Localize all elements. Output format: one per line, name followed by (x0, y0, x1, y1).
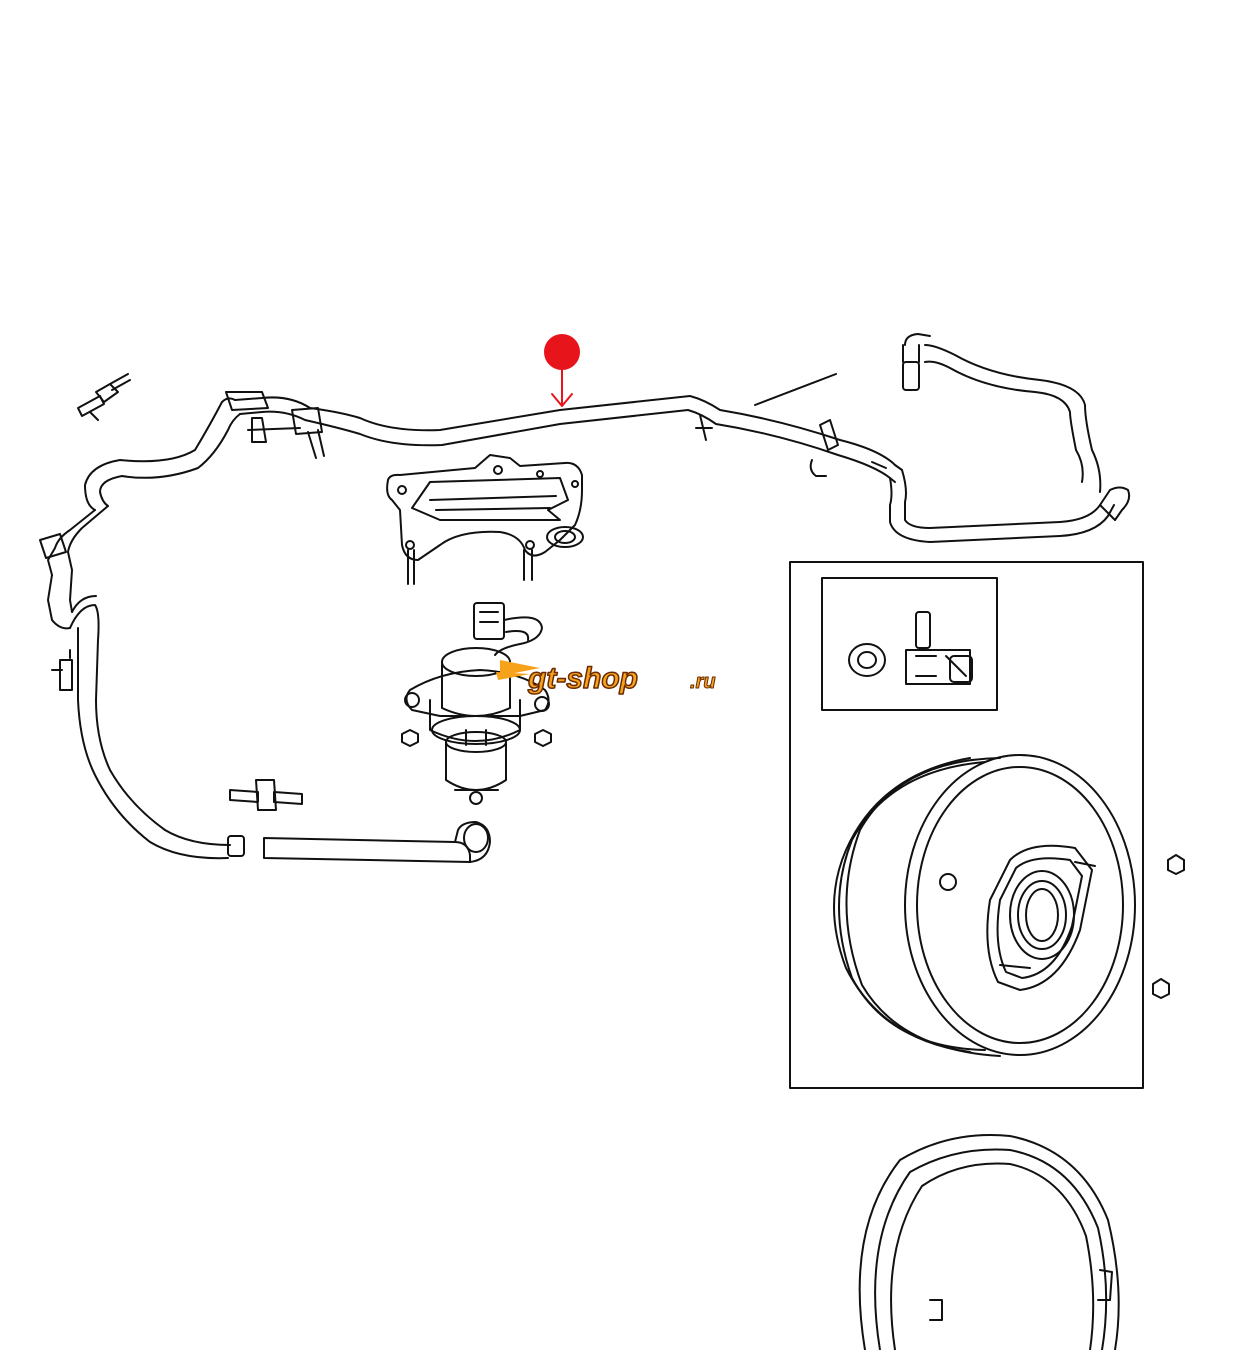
vacuum-hose-assembly[interactable] (39, 333, 1131, 860)
booster-seal-ring[interactable] (858, 1134, 1120, 1350)
watermark-text: gt-shop (527, 662, 638, 695)
brake-booster[interactable] (789, 561, 1185, 1089)
pump-mounting-bracket[interactable] (386, 454, 584, 585)
double-end-stud[interactable] (77, 373, 131, 421)
check-valve-detail[interactable] (821, 577, 998, 711)
hose-connector[interactable] (263, 821, 491, 863)
watermark-logo: gt-shop .ru (496, 660, 716, 696)
red-dot-callout-marker (544, 334, 580, 407)
vacuum-pump[interactable] (401, 602, 552, 805)
watermark-text-suffix: .ru (690, 671, 716, 693)
double-end-stud[interactable] (229, 779, 303, 811)
